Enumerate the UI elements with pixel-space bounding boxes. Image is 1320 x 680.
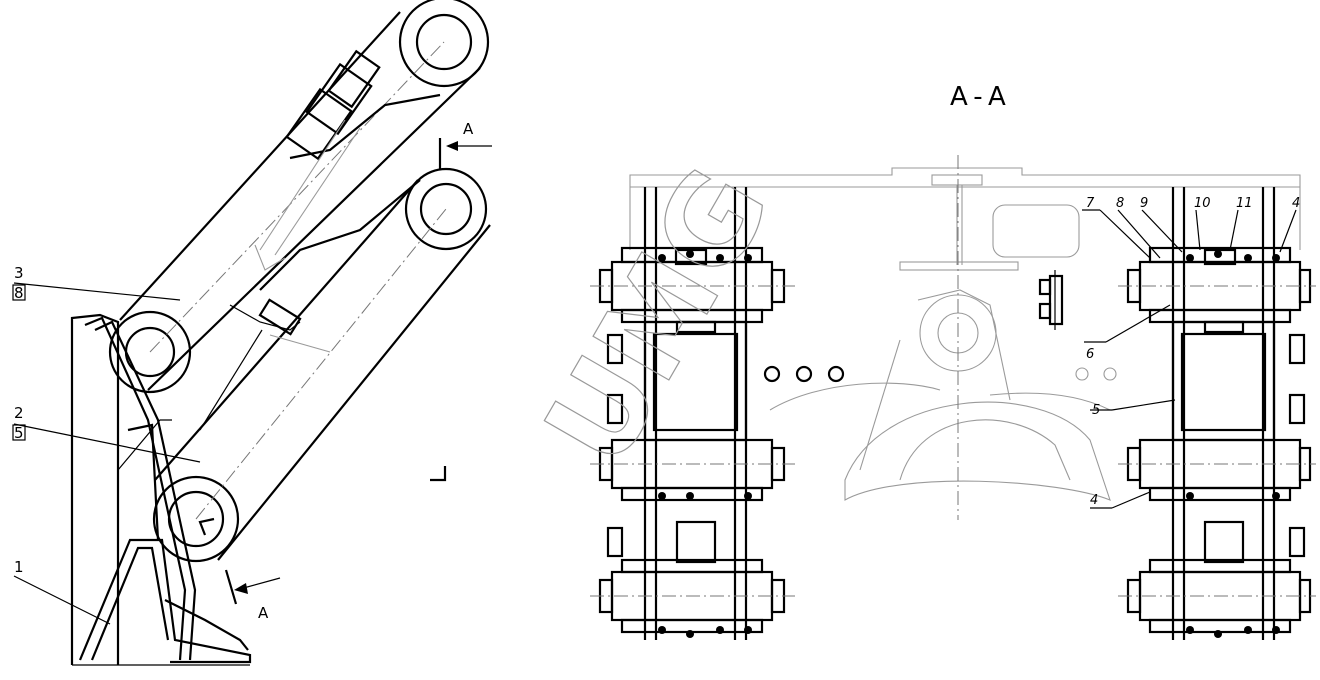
callout-7: 7 bbox=[1086, 196, 1095, 211]
section-cut-a: A A bbox=[224, 120, 492, 622]
corner-mark bbox=[430, 466, 447, 482]
lower-arm bbox=[152, 167, 491, 563]
left-nuts bbox=[658, 250, 752, 638]
small-bracket bbox=[1038, 270, 1064, 330]
callout-5: 5 bbox=[1092, 403, 1100, 418]
callout-6: 6 bbox=[1086, 347, 1094, 362]
pin-assembly-right-1 bbox=[1118, 246, 1316, 324]
watermark: UMG bbox=[519, 145, 798, 489]
right-box bbox=[1171, 320, 1306, 442]
right-view: A-A bbox=[519, 82, 1316, 640]
holes-row bbox=[763, 365, 845, 383]
pin-assembly-right-2 bbox=[1118, 438, 1316, 502]
section-title: A-A bbox=[950, 82, 1012, 112]
callout-8: 8 bbox=[1116, 196, 1124, 211]
corner-mark-2 bbox=[198, 517, 215, 536]
callout-1-num: 1 bbox=[14, 558, 24, 576]
left-view: A A 3 8 2 5 1 bbox=[12, 0, 492, 666]
section-mark-upper: A bbox=[463, 120, 474, 138]
base-frame bbox=[70, 313, 252, 666]
callout-2-num: 2 bbox=[14, 404, 24, 422]
callout-11: 11 bbox=[1236, 196, 1253, 211]
background-frame bbox=[629, 155, 1301, 520]
upper-arm bbox=[108, 0, 490, 394]
right-callouts: 7 8 9 10 11 4 6 5 4 bbox=[1082, 196, 1300, 509]
callout-10: 10 bbox=[1194, 196, 1211, 211]
watermark-text: UMG bbox=[519, 146, 797, 489]
right-nuts bbox=[1186, 250, 1280, 638]
pin-assembly-left-2 bbox=[590, 438, 795, 502]
callout-3-sub: 8 bbox=[14, 284, 24, 302]
callout-9: 9 bbox=[1140, 196, 1148, 211]
callout-2-sub: 5 bbox=[14, 424, 24, 442]
right-pin-stack bbox=[1118, 187, 1316, 640]
callout-3: 3 8 bbox=[12, 264, 181, 302]
callout-4-bottom: 4 bbox=[1090, 493, 1098, 508]
callout-2: 2 5 bbox=[12, 404, 201, 463]
section-mark-lower: A bbox=[258, 604, 269, 622]
callout-3-num: 3 bbox=[14, 264, 24, 282]
pin-assembly-left-3 bbox=[590, 520, 795, 634]
left-pin-stack bbox=[590, 187, 795, 640]
pin-assembly-right-3 bbox=[1118, 520, 1316, 634]
callout-1: 1 bbox=[13, 558, 111, 625]
callout-4-top: 4 bbox=[1292, 196, 1300, 211]
hydraulic-cylinder bbox=[254, 49, 381, 271]
